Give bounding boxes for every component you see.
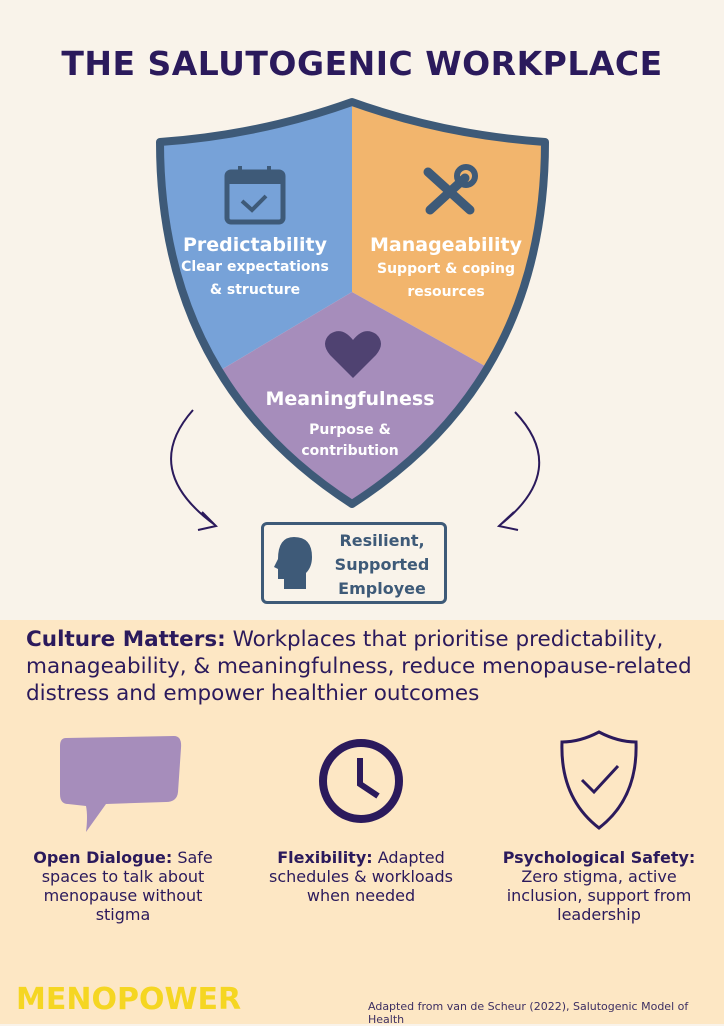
heart-icon [325, 331, 381, 378]
clock-icon [319, 739, 403, 823]
outcome-box: Resilient, Supported Employee [261, 522, 447, 604]
culture-statement: Culture Matters: Workplaces that priorit… [26, 627, 692, 706]
feature-flexibility: Flexibility: Adapted schedules & workloa… [269, 848, 453, 905]
head-icon [274, 537, 312, 589]
feature-psychological-safety: Psychological Safety: Zero stigma, activ… [502, 848, 696, 924]
feature-open-dialogue: Open Dialogue: Safe spaces to talk about… [33, 848, 213, 924]
segment-meaningfulness [160, 292, 545, 504]
right-arrow [496, 411, 541, 531]
source-credit: Adapted from van de Scheur (2022), Salut… [368, 1000, 689, 1026]
shield-diagram [156, 98, 549, 531]
speech-bubble-icon [60, 736, 182, 832]
left-arrow [170, 409, 218, 531]
page-title: THE SALUTOGENIC WORKPLACE [61, 44, 663, 83]
segment-meaningfulness-text: Meaningfulness Purpose & contribution [265, 388, 435, 459]
segment-manageability-text: Manageability Support & coping resources [370, 234, 522, 300]
menopower-logo: MENOPOWER [16, 982, 242, 1017]
segment-predictability-text: Predictability Clear expectations & stru… [181, 234, 329, 298]
wrench-screwdriver-icon [423, 164, 478, 215]
shield-check-icon [560, 730, 638, 830]
calendar-check-icon [224, 166, 286, 225]
